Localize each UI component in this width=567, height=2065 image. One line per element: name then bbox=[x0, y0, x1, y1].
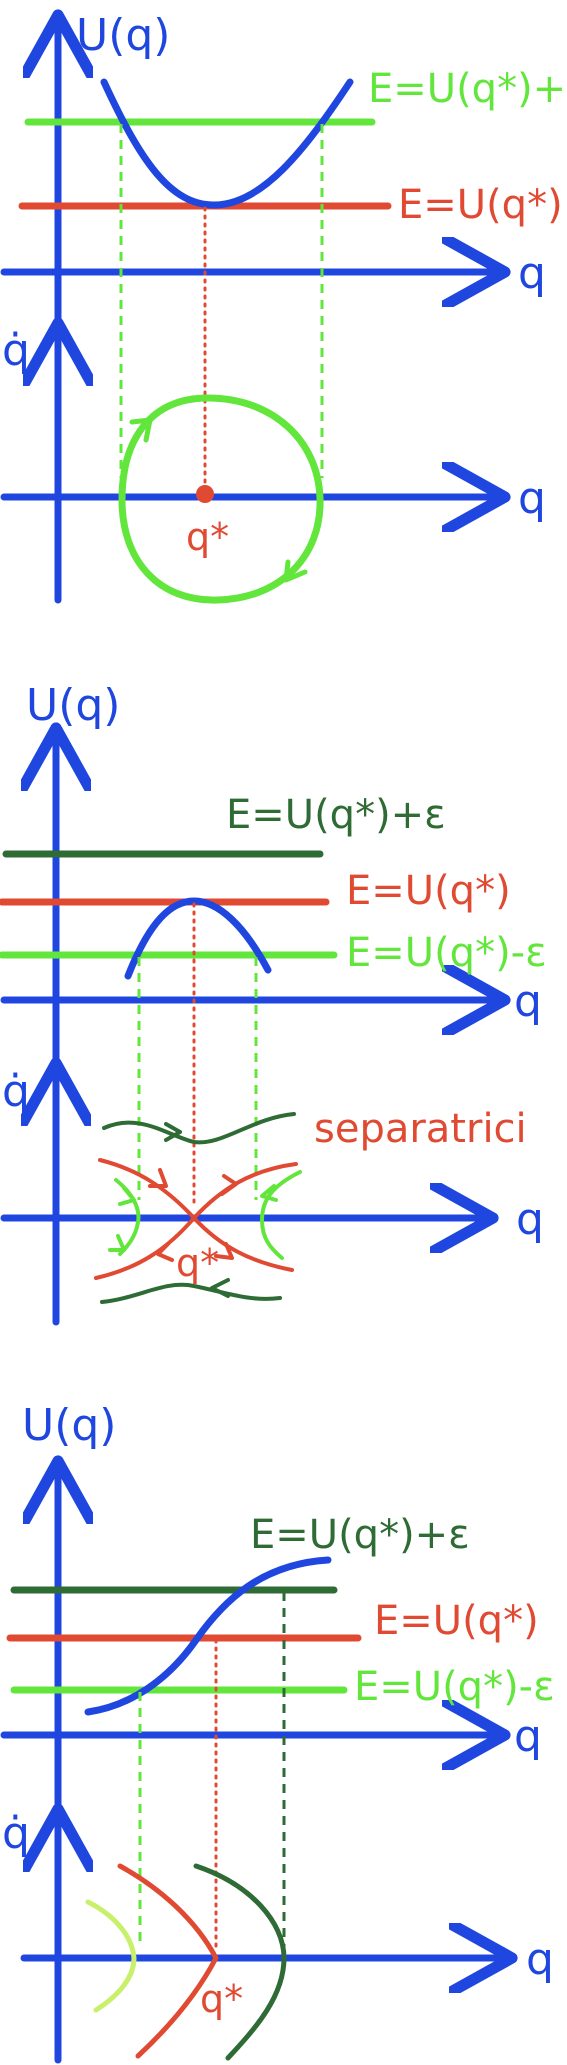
panel2-separatrix-arrow-in-lower bbox=[214, 1242, 234, 1260]
panel2-q-axis-label-bottom: q bbox=[516, 1194, 544, 1245]
panel-2-unstable-equilibrium: U(q) E=U(q*)+ε E=U(q*) E=U(q*)-ε q q̇ se… bbox=[0, 680, 547, 1326]
panel2-side-arrow-left-lower bbox=[108, 1234, 126, 1252]
panel2-separatrix-arrow-in-upper bbox=[148, 1168, 168, 1188]
panel2-separatrix-arrow-out-upper bbox=[220, 1174, 238, 1196]
panel3-orbit-pale bbox=[85, 1899, 137, 2013]
panel3-qdot-axis-label: q̇ bbox=[2, 1808, 30, 1859]
panel1-equilibrium-point bbox=[196, 485, 214, 503]
panel1-q-axis-label-bottom: q bbox=[518, 473, 546, 524]
panel2-potential-curve bbox=[124, 897, 272, 980]
panel2-side-orbit-right bbox=[259, 1170, 302, 1260]
panel2-trajectory-lower-dark bbox=[100, 1282, 282, 1304]
panel2-separatrix-b bbox=[94, 1162, 298, 1280]
panel3-energy-label: E=U(q*) bbox=[374, 1598, 539, 1644]
panel3-u-axis-label: U(q) bbox=[22, 1400, 116, 1451]
panel3-q-axis-label-top: q bbox=[514, 1711, 542, 1762]
panel2-trajectory-upper-dark bbox=[102, 1112, 296, 1145]
panel2-energy-label: E=U(q*) bbox=[346, 868, 511, 914]
panel-3-inflection-equilibrium: U(q) E=U(q*)+ε E=U(q*) E=U(q*)-ε q q̇ q … bbox=[0, 1400, 555, 2064]
panel1-qdot-axis-label: q̇ bbox=[2, 325, 30, 376]
panel3-energy-minus-label: E=U(q*)-ε bbox=[354, 1664, 555, 1710]
panel3-potential-curve bbox=[84, 1556, 332, 1716]
panel1-energy-label: E=U(q*) bbox=[398, 182, 563, 228]
panel3-separatrix-cusp bbox=[117, 1863, 219, 2059]
panel1-orbit-arrow-lower bbox=[283, 559, 308, 583]
panel3-orbit-dark bbox=[193, 1863, 287, 2061]
panel2-separatrix-label: separatrici bbox=[314, 1106, 527, 1152]
panel2-arrow-lower-dark bbox=[210, 1278, 230, 1298]
panel3-point-label: q* bbox=[200, 1977, 243, 2021]
panel3-energy-plus-label: E=U(q*)+ε bbox=[250, 1512, 470, 1558]
panel2-side-arrow-left bbox=[118, 1186, 136, 1206]
panel-1-stable-equilibrium: U(q) E=U(q*)+ε E=U(q*) q q̇ q q* bbox=[0, 10, 567, 604]
panel1-orbit-arrow-upper bbox=[129, 417, 153, 443]
panel1-u-axis-label: U(q) bbox=[76, 10, 170, 61]
panel2-qdot-axis-label: q̇ bbox=[2, 1066, 30, 1117]
panel3-q-axis-label-bottom: q bbox=[526, 1934, 554, 1985]
panel1-point-label: q* bbox=[186, 515, 229, 559]
panel1-q-axis-label-top: q bbox=[518, 248, 546, 299]
panel1-energy-plus-label: E=U(q*)+ε bbox=[368, 66, 567, 112]
panel2-separatrix-arrow-out-lower bbox=[156, 1242, 174, 1262]
panel1-closed-orbit bbox=[118, 394, 324, 604]
panel2-arrow-upper-dark bbox=[164, 1122, 182, 1142]
panel1-potential-curve bbox=[100, 78, 354, 209]
panel2-energy-plus-label: E=U(q*)+ε bbox=[226, 792, 446, 838]
panel2-point-label: q* bbox=[176, 1241, 219, 1285]
panel2-energy-minus-label: E=U(q*)-ε bbox=[346, 930, 547, 976]
panel2-q-axis-label-top: q bbox=[514, 976, 542, 1027]
panel2-u-axis-label: U(q) bbox=[26, 680, 120, 731]
panel2-side-arrow-right bbox=[260, 1184, 278, 1202]
